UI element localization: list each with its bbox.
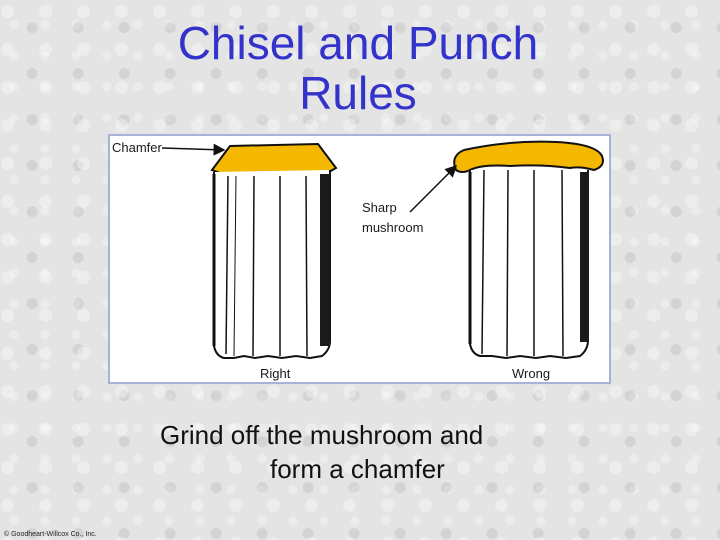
caption: Grind off the mushroom and form a chamfe…: [160, 418, 580, 486]
caption-line-2: form a chamfer: [270, 454, 445, 484]
right-chisel: [210, 142, 338, 360]
chamfer-arrow: [161, 143, 226, 156]
title-line-1: Chisel and Punch: [177, 17, 539, 69]
caption-line-1: Grind off the mushroom and: [160, 420, 484, 450]
wrong-label: Wrong: [512, 366, 550, 381]
chamfer-label: Chamfer: [112, 140, 163, 155]
slide-title: Chisel and Punch Rules: [0, 18, 720, 118]
copyright-notice: © Goodheart-Willcox Co., Inc.: [4, 531, 97, 538]
mushroom-head: [453, 140, 604, 173]
mushroom-label: mushroom: [362, 220, 423, 235]
title-line-2: Rules: [299, 67, 417, 119]
wrong-chisel: [453, 140, 604, 360]
chisel-illustration: Chamfer Sharp mushroom Right Wrong: [108, 134, 611, 384]
sharp-label: Sharp: [362, 200, 397, 215]
mushroom-arrow: [409, 164, 458, 213]
right-label: Right: [260, 366, 291, 381]
